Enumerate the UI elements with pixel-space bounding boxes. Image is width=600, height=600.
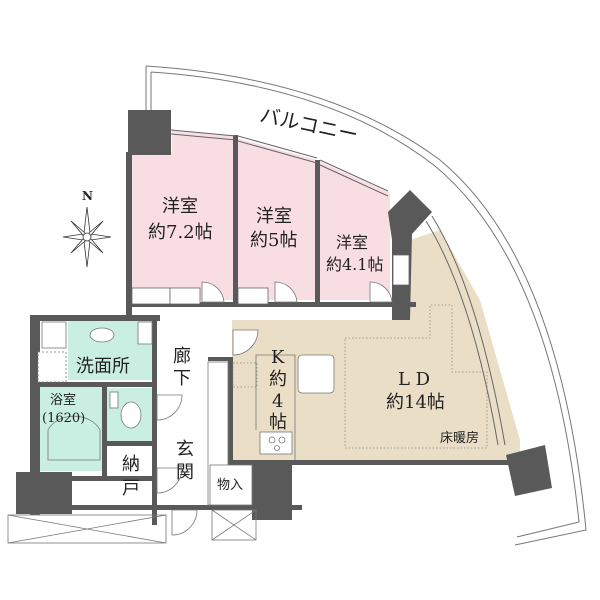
- bedroom-2-size: 約5帖: [250, 230, 297, 251]
- hallway-label-2: 下: [173, 368, 191, 389]
- compass-icon: [62, 206, 112, 268]
- windows: [170, 129, 506, 446]
- kitchen-counter: [255, 354, 296, 460]
- washroom-label: 洗面所: [76, 356, 130, 377]
- kitchen-label-2: 約: [269, 369, 287, 390]
- entrance-label-2: 関: [176, 462, 194, 483]
- bedroom-1-name: 洋室: [162, 196, 198, 217]
- bedroom-3-area: [317, 160, 390, 300]
- compass-north-label: N: [82, 189, 93, 203]
- bedroom-1-size: 約7.2帖: [148, 222, 213, 243]
- bathroom-name: 浴室: [50, 392, 76, 408]
- bathroom-area: [40, 386, 102, 471]
- floor-heating-label: 床暖房: [440, 430, 479, 446]
- exterior-area: [7, 509, 257, 544]
- hallway-label-1: 廊: [173, 346, 191, 367]
- closet-box: [209, 464, 253, 506]
- bedroom-3-size: 約4.1帖: [326, 255, 383, 274]
- bathroom-size: (1620): [42, 411, 85, 426]
- fixtures: [37, 321, 335, 461]
- bedroom-2-area: [236, 138, 317, 300]
- storage-label-2: 戸: [122, 478, 140, 499]
- kitchen-dotted-area: [232, 362, 258, 388]
- door-swings: [156, 281, 393, 536]
- bedroom-3-name: 洋室: [336, 233, 368, 252]
- kitchen-label-4: 帖: [269, 412, 287, 433]
- bedroom-1-area: [130, 130, 236, 300]
- walls: [16, 110, 552, 525]
- entrance-label-1: 玄: [176, 439, 194, 460]
- closets: [131, 254, 410, 305]
- living-name: L D: [398, 369, 430, 390]
- kitchen-label-1: K: [271, 347, 285, 368]
- ldk-area: [232, 230, 520, 460]
- living-size: 約14帖: [386, 392, 445, 413]
- balcony-label: バルコニー: [258, 103, 360, 147]
- kitchen-label-3: 4: [272, 391, 283, 412]
- storage-label-1: 納: [122, 454, 140, 475]
- balcony-outline: [145, 65, 587, 546]
- closet-label: 物入: [217, 478, 243, 493]
- floor-heating-area: [344, 304, 488, 449]
- bedroom-2-name: 洋室: [256, 206, 292, 227]
- bedrooms: [130, 130, 390, 300]
